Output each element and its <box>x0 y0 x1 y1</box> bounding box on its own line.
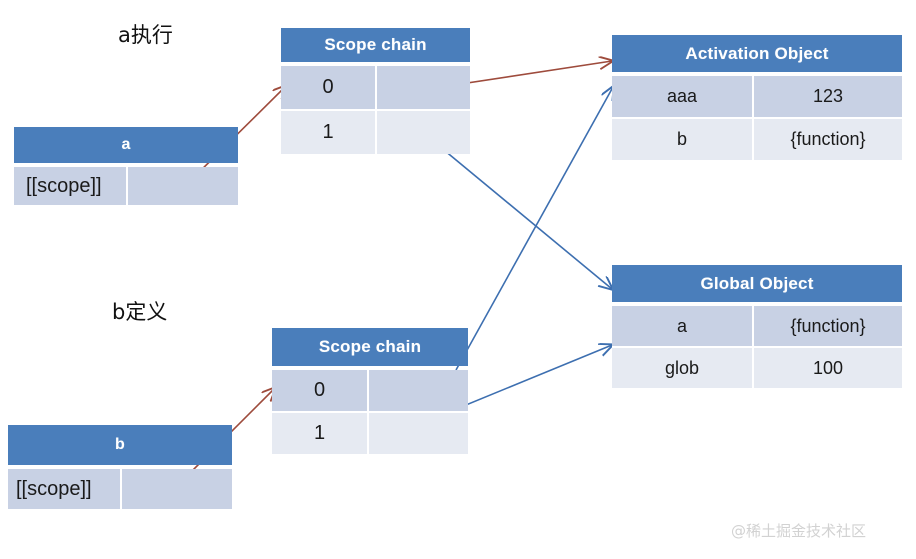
table-function-b: b [[scope]] <box>8 425 232 509</box>
table-row: 0 <box>281 66 470 109</box>
function-b-scope-key: [[scope]] <box>8 469 120 509</box>
function-a-header: a <box>14 127 238 163</box>
activation-object-header: Activation Object <box>612 35 902 72</box>
table-activation-object: Activation Object aaa 123 b {function} <box>612 35 902 160</box>
table-row: 0 <box>272 370 468 411</box>
caption-b-define: b定义 <box>112 300 168 324</box>
table-row: 1 <box>272 411 468 454</box>
scope-chain-b-row1-value <box>367 413 468 454</box>
function-a-scope-value <box>126 167 238 205</box>
function-a-scope-key: [[scope]] <box>14 167 126 205</box>
table-row: a {function} <box>612 306 902 346</box>
global-object-row0-key: a <box>612 306 752 346</box>
global-object-row1-key: glob <box>612 348 752 388</box>
scope-chain-b-row0-index: 0 <box>272 370 367 411</box>
activation-object-row1-key: b <box>612 119 752 160</box>
function-b-header: b <box>8 425 232 465</box>
activation-object-row0-key: aaa <box>612 76 752 117</box>
table-row: b {function} <box>612 117 902 160</box>
scope-chain-a-row0-index: 0 <box>281 66 375 109</box>
table-function-a: a [[scope]] <box>14 127 238 205</box>
scope-chain-a-1-to-global-object <box>420 130 612 289</box>
scope-chain-b-row1-index: 1 <box>272 413 367 454</box>
scope-chain-a-row1-index: 1 <box>281 111 375 154</box>
caption-a-execute: a执行 <box>118 23 173 47</box>
table-row: glob 100 <box>612 346 902 388</box>
scope-chain-b-row0-value <box>367 370 468 411</box>
table-scope-chain-b: Scope chain 0 1 <box>272 328 468 454</box>
function-b-scope-value <box>120 469 232 509</box>
global-object-row0-value: {function} <box>752 306 902 346</box>
scope-chain-b-0-to-activation-object <box>455 87 613 371</box>
scope-chain-a-row1-value <box>375 111 470 154</box>
table-row: [[scope]] <box>14 167 238 205</box>
table-row: [[scope]] <box>8 469 232 509</box>
table-row: aaa 123 <box>612 76 902 117</box>
global-object-header: Global Object <box>612 265 902 302</box>
watermark: @稀土掘金技术社区 <box>731 522 867 540</box>
scope-chain-a-header: Scope chain <box>281 28 470 62</box>
scope-chain-a-row0-value <box>375 66 470 109</box>
table-row: 1 <box>281 109 470 154</box>
table-scope-chain-a: Scope chain 0 1 <box>281 28 470 154</box>
scope-chain-b-header: Scope chain <box>272 328 468 366</box>
table-global-object: Global Object a {function} glob 100 <box>612 265 902 388</box>
activation-object-row1-value: {function} <box>752 119 902 160</box>
activation-object-row0-value: 123 <box>752 76 902 117</box>
global-object-row1-value: 100 <box>752 348 902 388</box>
